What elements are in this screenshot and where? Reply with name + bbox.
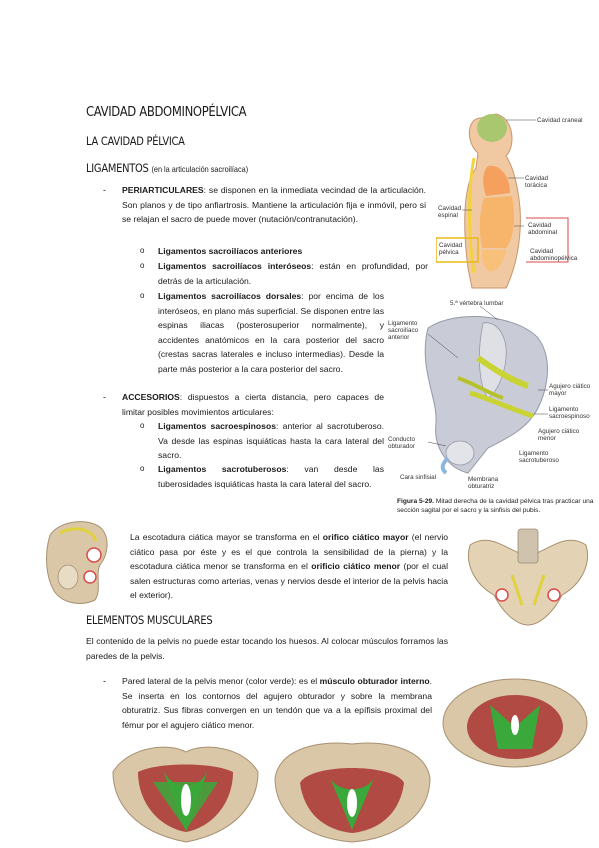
sub-item-5-label: Ligamentos sacrotuberosos [158,464,287,474]
body-cavities-illustration [436,113,569,289]
pared-bold: músculo obturador interno [319,676,430,686]
figure-caption-bold: Figura 5-29. [397,498,435,505]
pared-text-1: Pared lateral de la pelvis menor (color … [122,676,320,686]
dash-bullet: - [103,676,106,686]
sub-item-4-label: Ligamentos sacroespinosos [158,421,276,431]
body-cavities-figure: Cavidad craneal Cavidad torácica Cavidad… [436,98,586,294]
ligamentos-heading: LIGAMENTOS (en la articulación sacroilía… [86,161,248,175]
musculares-heading: ELEMENTOS MUSCULARES [86,613,213,627]
sub-item-3-text: : por encima de los interóseos, en plano… [158,291,384,374]
label-cara-sinfisial: Cara sinfisial [400,474,437,481]
sub-item-3-label: Ligamentos sacroilíacos dorsales [158,291,302,301]
circle-bullet: o [140,291,145,300]
posterior-pelvis-illustration [468,528,588,626]
label-agujero-ciatico-menor: Agujero ciático menor [538,428,580,442]
pared-text-2: . Se inserta en los contornos del agujer… [122,676,433,730]
pelvic-floor-image-middle [270,738,435,846]
accesorios-label: ACCESORIOS [122,392,180,402]
dash-bullet: - [103,392,106,402]
periarticulares-text: : se disponen en la inmediata vecindad d… [122,185,426,225]
sub-item-2-text: : están en profundidad, por detrás de la… [158,261,428,286]
sub-item-3: Ligamentos sacroilíacos dorsales: por en… [158,289,384,377]
circle-bullet: o [140,246,145,255]
label-cavidad-espinal: Cavidad espinal [438,205,462,219]
escotadura-bold-1: orifico ciático mayor [322,532,409,542]
sub-item-1: Ligamentos sacroilíacos anteriores [158,244,428,259]
label-lig-sacroiliaco-anterior: Ligamento sacroilíaco anterior [388,320,419,341]
pared-paragraph: Pared lateral de la pelvis menor (color … [122,674,432,732]
ligamentos-heading-note: (en la articulación sacroilíaca) [151,164,249,174]
label-cavidad-pelvica: Cavidad pélvica [439,242,463,256]
pelvic-floor-illustration-middle [274,742,431,843]
label-cavidad-craneal: Cavidad craneal [537,117,583,124]
musculares-intro: El contenido de la pelvis no puede estar… [86,636,448,661]
hip-bone-image [40,515,120,610]
figure-caption: Figura 5-29. Mitad derecha de la cavidad… [397,497,597,515]
label-conducto-obturador: Conducto obturador [388,436,415,450]
figure-caption-text: Mitad derecha de la cavidad pélvica tras… [397,498,594,514]
sub-item-1-label: Ligamentos sacroilíacos anteriores [158,246,303,256]
sub-item-5: Ligamentos sacrotuberosos: van desde las… [158,462,384,491]
dash-bullet: - [103,185,106,195]
label-membrana-obturatriz: Membrana obturatriz [468,476,499,490]
escotadura-text-1: La escotadura ciática mayor se transform… [130,532,323,542]
pelvic-floor-image-left [108,742,263,846]
pelvis-sagittal-figure: 5.ª vértebra lumbar Ligamento sacroilíac… [388,298,593,523]
label-quinta-vertebra: 5.ª vértebra lumbar [450,300,504,307]
pelvis-sagittal-illustration [424,305,548,475]
sub-item-2: Ligamentos sacroilíacos interóseos: está… [158,259,428,288]
pelvic-floor-illustration-left [112,746,259,843]
label-cavidad-toracica: Cavidad torácica [525,175,549,189]
sub-item-4: Ligamentos sacroespinosos: anterior al s… [158,419,384,463]
circle-bullet: o [140,421,145,430]
accesorios-paragraph: ACCESORIOS: dispuestos a cierta distanci… [122,390,384,419]
hip-bone-illustration [46,521,108,604]
sub-item-5-text: : van desde las tuberosidades isquiática… [158,464,385,489]
pelvic-floor-illustration-right [442,678,588,768]
escotadura-bold-2: orificio ciático menor [311,561,401,572]
sub-item-2-label: Ligamentos sacroilíacos interóseos [158,261,312,271]
label-agujero-ciatico-mayor: Agujero ciático mayor [549,383,591,397]
label-cavidad-abdominal: Cavidad abdominal [528,222,558,236]
ligamentos-heading-text: LIGAMENTOS [86,161,149,175]
posterior-pelvis-image [462,525,594,630]
circle-bullet: o [140,261,145,270]
periarticulares-paragraph: PERIARTICULARES: se disponen en la inmed… [122,183,426,227]
sub-item-4-text: : anterior al sacrotuberoso. Va desde la… [158,421,384,461]
label-lig-sacroespinoso: Ligamento sacroespinoso [549,406,590,420]
page-title: CAVIDAD ABDOMINOPÉLVICA [86,104,247,120]
pelvic-floor-image-right [440,675,590,770]
escotadura-paragraph: La escotadura ciática mayor se transform… [130,530,448,603]
label-cavidad-abdominopelvica: Cavidad abdominopélvica [530,248,578,262]
section-subtitle: LA CAVIDAD PÉLVICA [86,134,185,148]
escotadura-text-3: (por el cual salen estructuras como arte… [130,561,448,601]
label-lig-sacrotuberoso: Ligamento sacrotuberoso [519,450,559,464]
accesorios-text: : dispuestos a cierta distancia, pero ca… [122,392,384,417]
periarticulares-label: PERIARTICULARES [122,185,204,195]
circle-bullet: o [140,464,145,473]
escotadura-text-2: (el nervio ciático pasa por éste y es el… [130,532,449,572]
